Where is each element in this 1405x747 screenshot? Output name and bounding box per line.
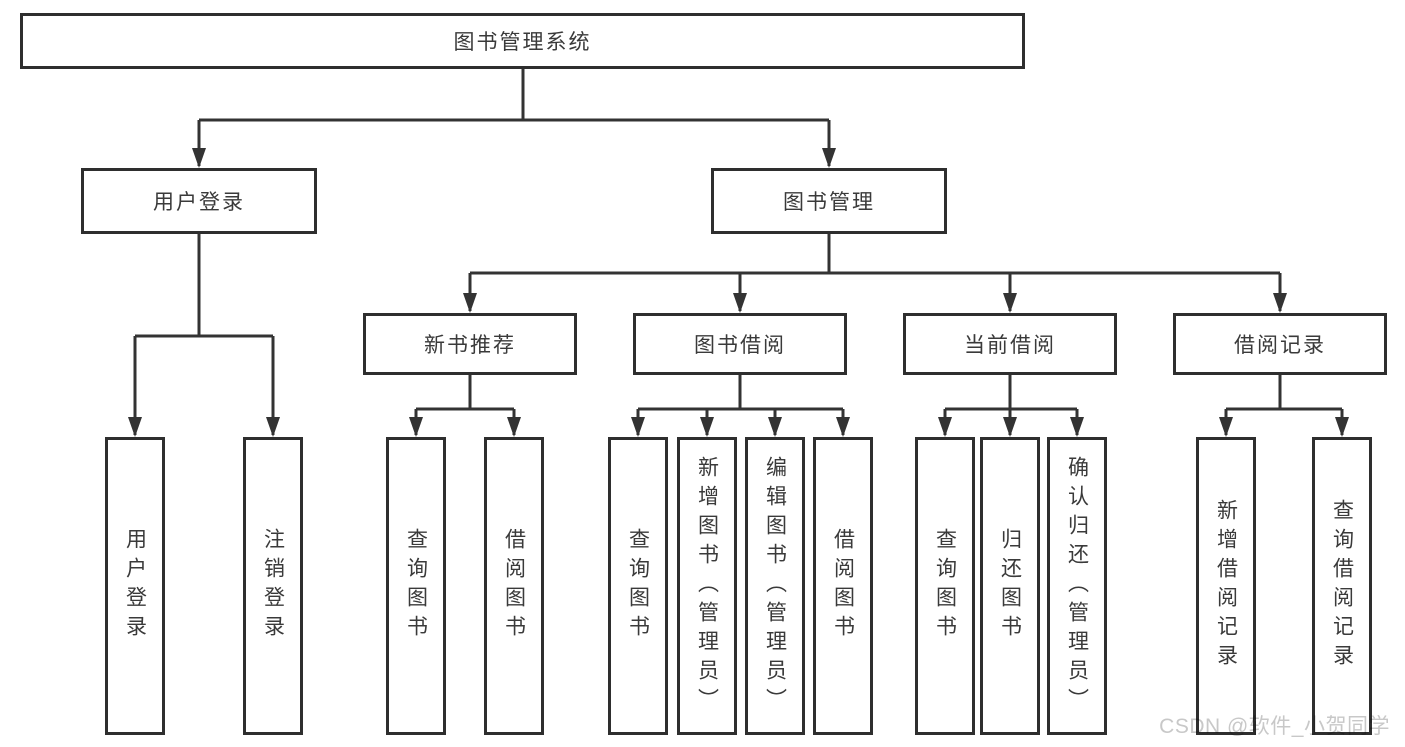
csdn-watermark: CSDN @软件_小贺同学	[1159, 715, 1390, 738]
leaf-query-books-current: 查询图书	[915, 437, 975, 735]
leaf-add-book-admin: 新增图书（管理员）	[677, 437, 737, 735]
node-label: 确认归还（管理员）	[1065, 455, 1089, 717]
leaf-user-login: 用户登录	[105, 437, 165, 735]
leaf-query-books-recommend: 查询图书	[386, 437, 446, 735]
node-book-management: 图书管理	[711, 168, 947, 234]
node-label: 新书推荐	[424, 334, 516, 357]
node-label: 当前借阅	[964, 334, 1056, 357]
node-user-login: 用户登录	[81, 168, 317, 234]
node-label: 查询图书	[933, 528, 957, 644]
node-label: 图书管理系统	[453, 31, 592, 54]
node-label: 查询借阅记录	[1330, 499, 1354, 673]
node-library-system: 图书管理系统	[20, 13, 1025, 69]
node-label: 借阅图书	[502, 528, 526, 644]
node-book-borrowing: 图书借阅	[633, 313, 847, 375]
leaf-logout: 注销登录	[243, 437, 303, 735]
node-label: 借阅记录	[1234, 334, 1326, 357]
leaf-return-books: 归还图书	[980, 437, 1040, 735]
node-label: 查询图书	[626, 528, 650, 644]
node-current-borrowing: 当前借阅	[903, 313, 1117, 375]
node-label: 图书管理	[783, 191, 875, 214]
leaf-query-borrow-record: 查询借阅记录	[1312, 437, 1372, 735]
node-label: 用户登录	[123, 528, 147, 644]
leaf-confirm-return-admin: 确认归还（管理员）	[1047, 437, 1107, 735]
node-label: 用户登录	[153, 191, 245, 214]
node-label: 新增借阅记录	[1214, 499, 1238, 673]
connector-group	[128, 69, 1349, 437]
node-label: 归还图书	[998, 528, 1022, 644]
leaf-borrow-books-borrowing: 借阅图书	[813, 437, 873, 735]
leaf-edit-book-admin: 编辑图书（管理员）	[745, 437, 805, 735]
node-label: 注销登录	[261, 528, 285, 644]
node-label: 新增图书（管理员）	[695, 455, 719, 717]
node-label: 查询图书	[404, 528, 428, 644]
leaf-add-borrow-record: 新增借阅记录	[1196, 437, 1256, 735]
node-label: 图书借阅	[694, 334, 786, 357]
leaf-query-books-borrowing: 查询图书	[608, 437, 668, 735]
node-label: 编辑图书（管理员）	[763, 455, 787, 717]
node-borrowing-records: 借阅记录	[1173, 313, 1387, 375]
leaf-borrow-books-recommend: 借阅图书	[484, 437, 544, 735]
node-label: 借阅图书	[831, 528, 855, 644]
node-new-book-recommendation: 新书推荐	[363, 313, 577, 375]
